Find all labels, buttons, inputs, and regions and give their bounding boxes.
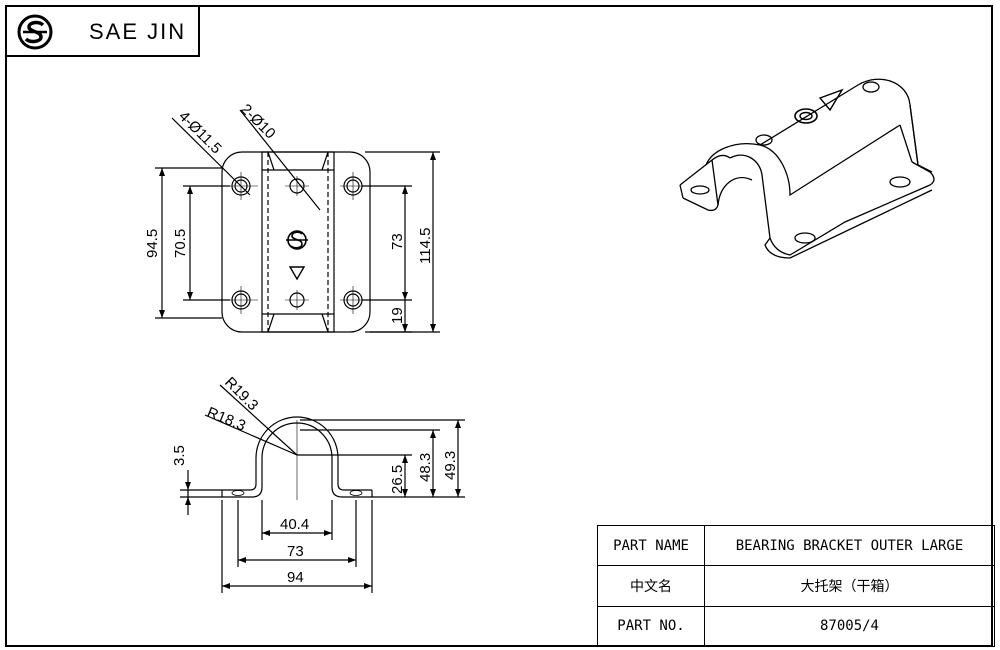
part-name-label: PART NAME: [597, 524, 705, 567]
dim-thickness: 3.5: [171, 445, 188, 466]
dim-length-outer: 114.5: [417, 228, 434, 264]
dim-edge-offset: 19: [389, 307, 406, 324]
dim-center-height: 26.5: [389, 465, 406, 494]
dim-width-outer: 94.5: [144, 229, 161, 258]
hole-small-callout: 2-Ø10: [237, 101, 279, 143]
title-block: PART NAME BEARING BRACKET OUTER LARGE 中文…: [597, 524, 995, 648]
top-view-holes: [231, 176, 363, 310]
part-name-value: BEARING BRACKET OUTER LARGE: [704, 524, 995, 567]
isometric-view: [679, 78, 935, 259]
drawing-frame: [5, 5, 993, 647]
part-no-label: PART NO.: [597, 605, 705, 648]
side-view-outline: [180, 384, 465, 593]
cn-name-value: 大托架（干箱）: [704, 565, 995, 607]
hole-large-callout: 4-Ø11.5: [175, 108, 225, 158]
part-no-value: 87005/4: [704, 605, 995, 648]
dim-length-holes: 73: [389, 233, 406, 250]
top-view-outline: [221, 151, 371, 333]
dim-inner-height: 48.3: [417, 453, 434, 482]
dim-width-holes: 70.5: [172, 229, 189, 258]
dim-inner-width: 40.4: [280, 516, 309, 533]
dim-inner-radius: R18.3: [205, 404, 248, 435]
brand-name: SAE JIN: [89, 19, 187, 44]
brand-logo-icon: [17, 14, 53, 50]
dim-outer-radius: R19.3: [221, 374, 261, 414]
cn-name-label: 中文名: [597, 565, 705, 607]
title-row-part-no: PART NO. 87005/4: [597, 605, 995, 648]
title-row-part-name: PART NAME BEARING BRACKET OUTER LARGE: [597, 524, 995, 567]
logo-box: SAE JIN: [5, 5, 200, 57]
title-row-cn-name: 中文名 大托架（干箱）: [597, 565, 995, 607]
dim-hole-span: 73: [287, 543, 304, 560]
dim-total-width: 94: [287, 569, 304, 586]
dim-total-height: 49.3: [442, 451, 459, 480]
